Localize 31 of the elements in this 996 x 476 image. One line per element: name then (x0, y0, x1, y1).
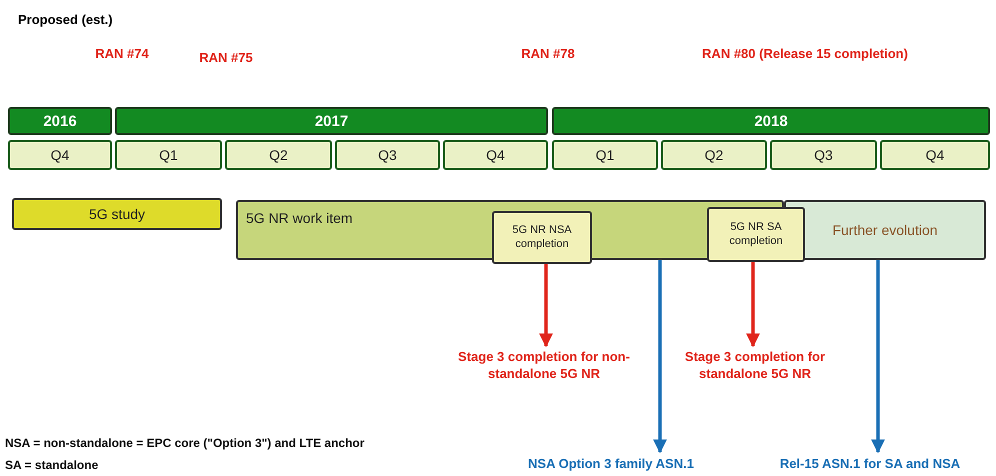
chart-title: Proposed (est.) (18, 12, 113, 27)
year-cell: 2017 (115, 107, 548, 135)
year-cell: 2016 (8, 107, 112, 135)
phase-bar: 5G study (12, 198, 222, 230)
milestone-box: 5G NR SA completion (707, 207, 805, 262)
quarter-cell: Q1 (115, 140, 222, 170)
quarter-cell: Q4 (443, 140, 548, 170)
quarter-cell: Q3 (335, 140, 440, 170)
quarter-cell: Q1 (552, 140, 658, 170)
arrow (653, 260, 667, 454)
milestone-text: Stage 3 completion for standalone 5G NR (670, 346, 840, 386)
milestone-text: Stage 3 completion for non-standalone 5G NR (446, 346, 642, 386)
deliverable-text: NSA Option 3 family ASN.1 (498, 452, 724, 474)
meeting-label: RAN #75 (198, 49, 254, 67)
quarter-cell: Q4 (8, 140, 112, 170)
arrow (746, 262, 760, 348)
meeting-label: RAN #74 (94, 45, 150, 63)
quarter-cell: Q2 (225, 140, 332, 170)
note-text: NSA = non-standalone = EPC core ("Option 3") and LTE anchor (5, 435, 364, 452)
meeting-label: RAN #78 (520, 45, 576, 63)
year-cell: 2018 (552, 107, 990, 135)
deliverable-text: Rel-15 ASN.1 for SA and NSA (746, 452, 994, 474)
quarter-cell: Q2 (661, 140, 767, 170)
arrow (539, 262, 553, 348)
quarter-cell: Q3 (770, 140, 877, 170)
phase-bar: Further evolution (784, 200, 986, 260)
quarter-cell: Q4 (880, 140, 990, 170)
meeting-label: RAN #80 (Release 15 completion) (701, 45, 909, 63)
arrow (871, 260, 885, 454)
note-text: SA = standalone (5, 457, 98, 474)
milestone-box: 5G NR NSA completion (492, 211, 592, 264)
